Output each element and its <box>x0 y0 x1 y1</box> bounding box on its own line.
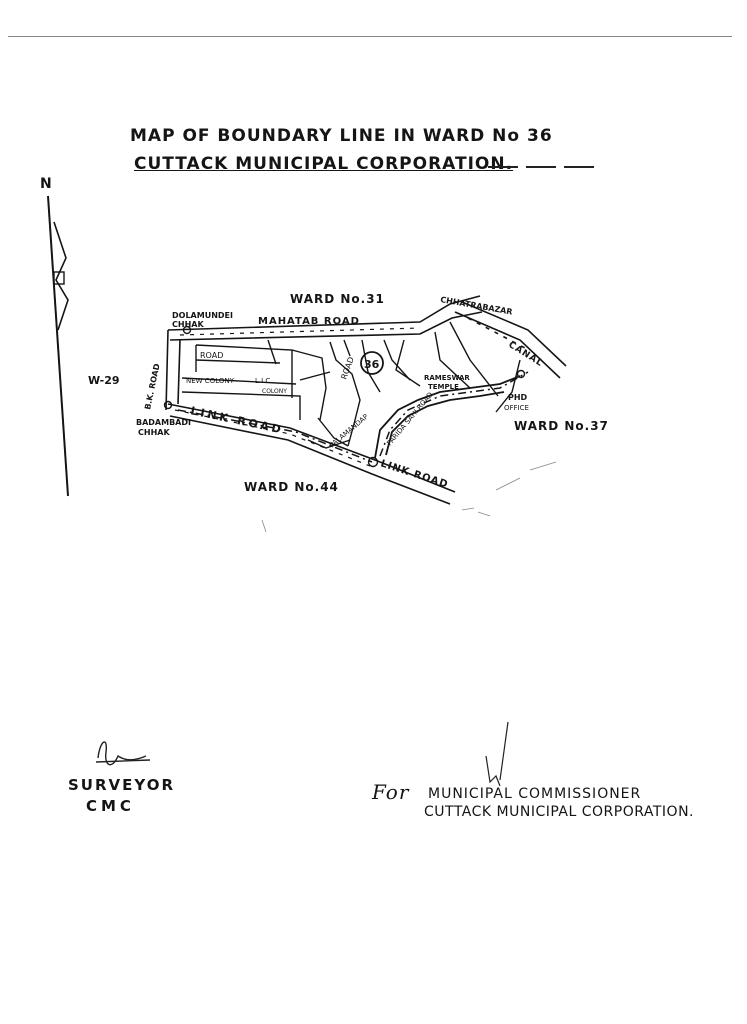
internal-roads <box>181 339 421 449</box>
mahatab-road <box>167 295 483 341</box>
north-arrow-box <box>53 271 65 285</box>
north-label: N <box>40 176 52 192</box>
badambadi-chhak-label: CHHAK <box>138 428 170 437</box>
link-road-junction-marker <box>367 456 379 468</box>
parida-sahi-road <box>374 375 521 459</box>
bk-road-label: B.K. ROAD <box>143 362 162 410</box>
bk-road <box>165 329 181 411</box>
north-arrow <box>47 195 69 497</box>
link-road-east-label: LINK ROAD <box>379 458 450 490</box>
title-dash-decoration <box>488 166 596 168</box>
east-lanes <box>434 321 521 413</box>
rameswar-temple-label: TEMPLE <box>428 383 459 391</box>
commissioner-label: MUNICIPAL COMMISSIONER <box>428 786 642 802</box>
commissioner-signature <box>485 721 509 787</box>
scan-marks <box>261 461 557 533</box>
ward-31-label: WARD No.31 <box>290 292 385 306</box>
corporation-label: CUTTACK MUNICIPAL CORPORATION. <box>424 804 694 820</box>
ward-29-label: W-29 <box>88 374 120 387</box>
ward-number-circle <box>360 351 384 375</box>
north-arrow-shaft <box>47 195 69 497</box>
lic-colony-label-1: L.I.C <box>255 377 270 385</box>
lic-colony-label-2: COLONY <box>262 388 287 395</box>
parida-sahi-road-label: PARIDA SAHI ROAD <box>385 391 434 448</box>
dolamundei-chhak-label: CHHAK <box>172 320 204 329</box>
map-subtitle: CUTTACK MUNICIPAL CORPORATION. <box>134 154 514 174</box>
rameswar-label: RAMESWAR <box>424 374 470 382</box>
mahatab-road-label: MAHATAB ROAD <box>258 316 360 327</box>
phd-office-label: OFFICE <box>504 404 529 412</box>
page-top-border <box>8 36 732 37</box>
ward-boundary <box>177 371 529 463</box>
map-title: MAP OF BOUNDARY LINE IN WARD No 36 <box>130 126 553 146</box>
road-top-label: ROAD <box>200 351 223 360</box>
surveyor-signature <box>95 741 151 766</box>
for-label: For <box>372 780 410 804</box>
ward-number: 36 <box>364 358 380 371</box>
link-road-west <box>167 403 456 505</box>
dolamundei-chhak-marker <box>182 325 192 335</box>
north-arrow-head <box>53 221 69 331</box>
canal <box>454 301 567 379</box>
ward-44-label: WARD No.44 <box>244 480 339 494</box>
badambadi-chhak-marker <box>163 400 173 410</box>
surveyor-label: SURVEYOR <box>68 776 176 794</box>
phd-office-marker <box>516 369 526 379</box>
dolamundei-label: DOLAMUNDEI <box>172 311 233 320</box>
surveyor-org-label: CMC <box>86 797 135 815</box>
ward-37-label: WARD No.37 <box>514 419 609 433</box>
badambadi-label: BADAMBADI <box>136 418 191 427</box>
new-colony-label: NEW COLONY <box>186 377 235 385</box>
phd-label: PHD <box>508 393 528 402</box>
link-road-west-label: LINK ROAD <box>189 404 284 436</box>
